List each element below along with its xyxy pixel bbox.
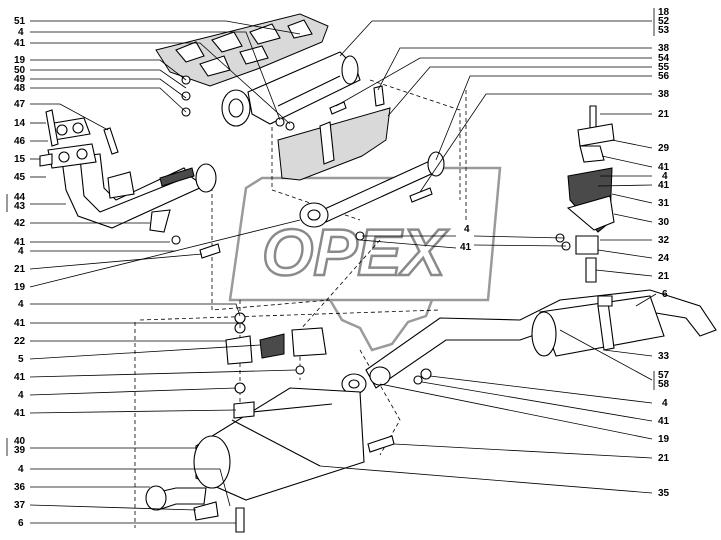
intermediate-pipe [299, 151, 445, 228]
front-muffler [145, 387, 365, 521]
callout-14: 14 [14, 118, 26, 129]
callout-46: 46 [14, 136, 26, 147]
heat-shield-middle [277, 107, 391, 181]
callout-4b: 4 [18, 246, 24, 257]
callout-21b: 21 [658, 109, 670, 120]
rear-muffler [365, 289, 717, 389]
callout-48: 48 [14, 83, 26, 94]
callout-35: 35 [658, 488, 670, 499]
callout-42: 42 [14, 218, 26, 229]
callout-31: 31 [658, 198, 670, 209]
callout-45: 45 [14, 172, 26, 183]
callouts-right: 18 52 53 38 54 55 56 38 21 29 41 4 41 31… [460, 7, 670, 499]
callout-38: 38 [658, 43, 670, 54]
callout-21: 21 [14, 264, 26, 275]
callout-49: 49 [14, 74, 26, 85]
callout-5: 5 [18, 354, 24, 365]
callout-57: 57 [658, 370, 670, 381]
callout-19: 19 [14, 55, 26, 66]
callout-36: 36 [14, 482, 26, 493]
leaders-right [319, 20, 657, 494]
callout-4d: 4 [18, 390, 24, 401]
callout-41: 41 [14, 38, 26, 49]
flanges-middle [341, 366, 391, 395]
down-pipe [47, 117, 217, 229]
callout-41d: 41 [14, 372, 26, 383]
callout-54: 54 [658, 53, 670, 64]
support-bracket [225, 327, 327, 419]
catalytic-converter [221, 51, 361, 127]
rear-hanger [566, 123, 615, 255]
watermark-logo: OPEX [228, 166, 502, 352]
callout-55: 55 [658, 62, 670, 73]
callout-4g: 4 [662, 398, 668, 409]
callout-22: 22 [14, 336, 26, 347]
callout-51: 51 [14, 16, 26, 27]
callout-47: 47 [14, 99, 26, 110]
callout-19c: 19 [658, 434, 670, 445]
callout-52: 52 [658, 16, 670, 27]
callout-58: 58 [658, 379, 670, 390]
heat-shield-upper [155, 13, 329, 87]
callout-29: 29 [658, 143, 670, 154]
callout-41h: 41 [658, 416, 670, 427]
callout-19b: 19 [14, 282, 26, 293]
callout-24: 24 [658, 253, 670, 264]
callout-4h: 4 [464, 224, 470, 235]
callout-53: 53 [658, 25, 670, 36]
callout-37: 37 [14, 500, 26, 511]
callout-41b: 41 [14, 237, 26, 248]
callout-6b: 6 [662, 289, 668, 300]
callout-4c: 4 [18, 299, 24, 310]
callout-21c: 21 [658, 271, 670, 282]
watermark-text: OPEX [262, 215, 449, 289]
callout-41i: 41 [460, 242, 472, 253]
callout-4e: 4 [18, 464, 24, 475]
callout-56: 56 [658, 71, 670, 82]
callout-18: 18 [658, 7, 670, 18]
callouts-left: 51 4 41 19 50 49 48 47 14 46 15 45 44 43… [6, 16, 26, 529]
callout-6: 6 [18, 518, 24, 529]
callout-30: 30 [658, 217, 670, 228]
callout-41e: 41 [14, 408, 26, 419]
callout-33: 33 [658, 351, 670, 362]
callout-32: 32 [658, 235, 670, 246]
callout-4f: 4 [662, 171, 668, 182]
callout-38b: 38 [658, 89, 670, 100]
callout-50: 50 [14, 65, 26, 76]
callout-41g: 41 [658, 180, 670, 191]
callout-39: 39 [14, 445, 26, 456]
leaders-left [29, 20, 301, 524]
callout-4: 4 [18, 27, 24, 38]
callout-15: 15 [14, 154, 26, 165]
callout-43: 43 [14, 201, 26, 212]
callout-21d: 21 [658, 453, 670, 464]
callout-41c: 41 [14, 318, 26, 329]
callout-44: 44 [14, 192, 26, 203]
callout-40: 40 [14, 436, 26, 447]
callout-41f: 41 [658, 162, 670, 173]
